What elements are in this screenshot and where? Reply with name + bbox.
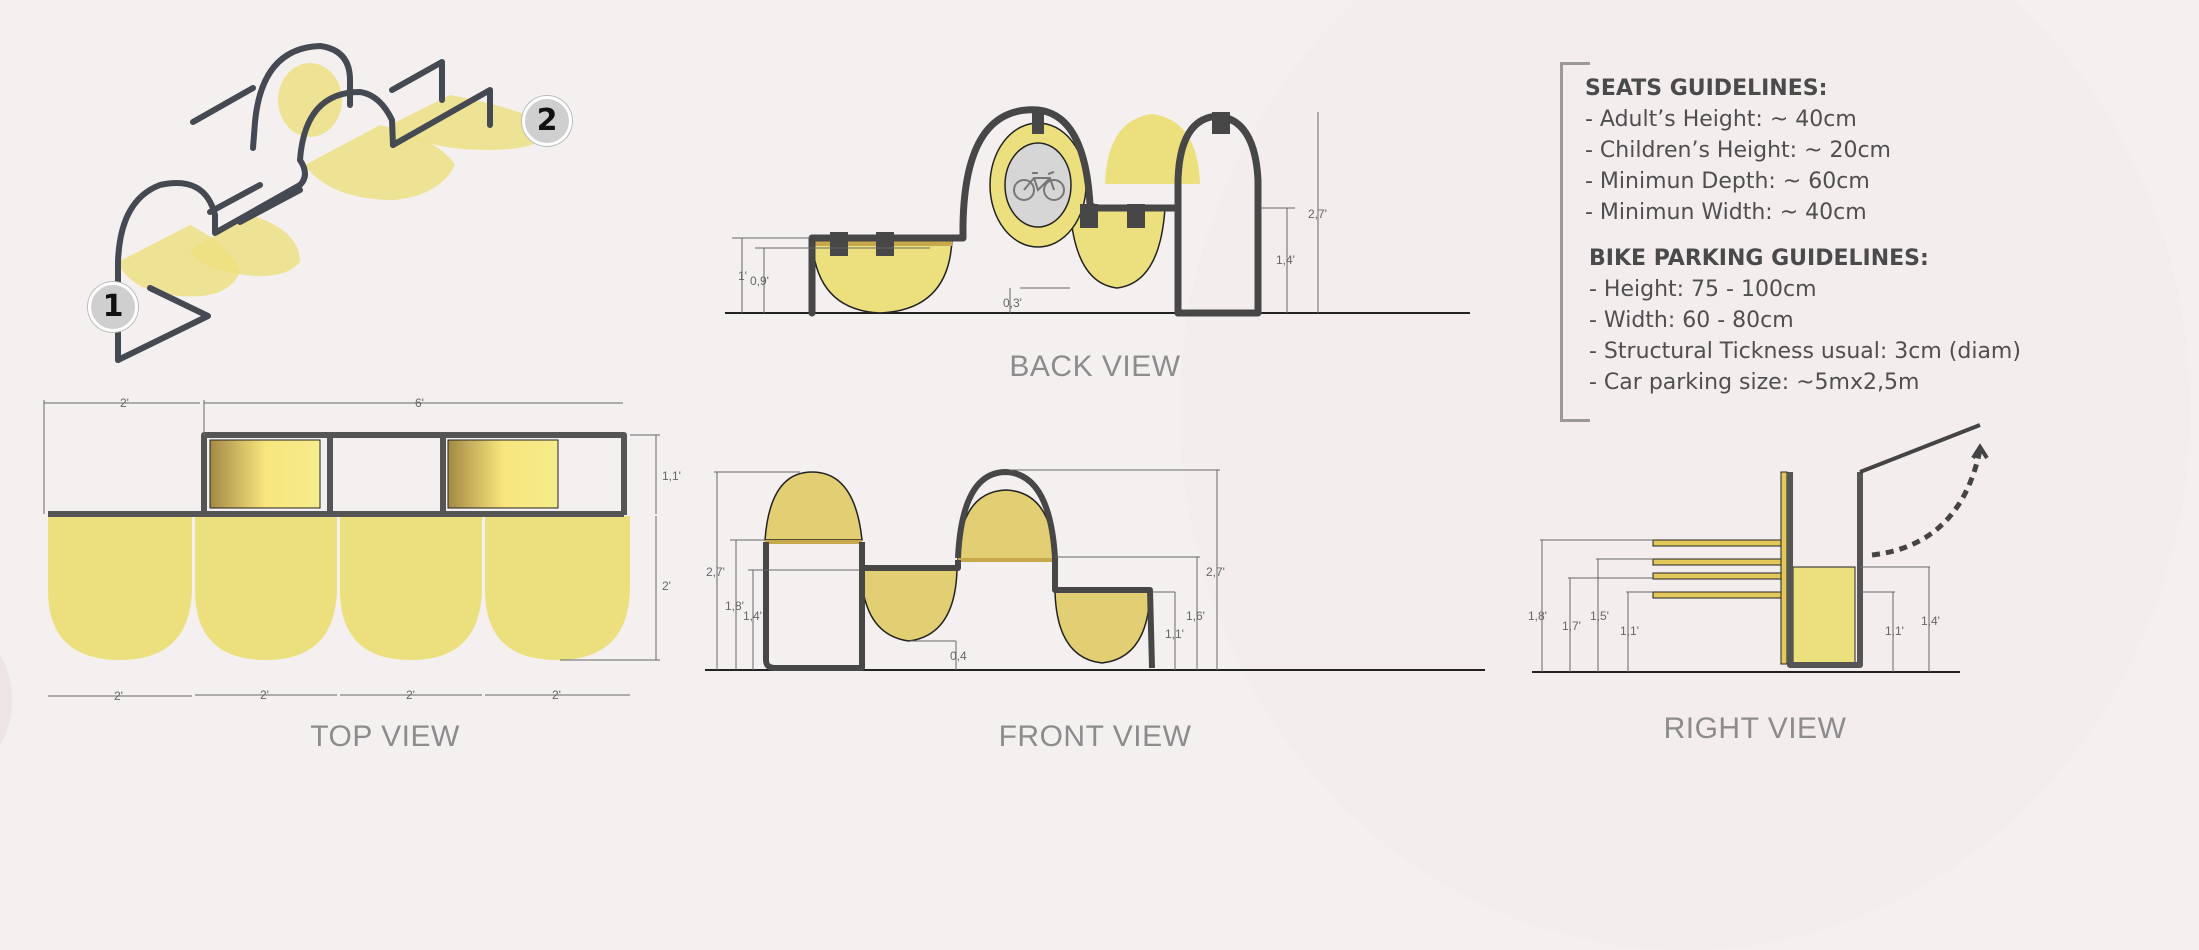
seats-guideline-item: - Adult’s Height: ~ 40cm bbox=[1585, 107, 1857, 132]
svg-text:1': 1' bbox=[738, 269, 747, 283]
bike-guidelines-heading: BIKE PARKING GUIDELINES: bbox=[1589, 246, 1929, 271]
front-view-drawing: 2,7' 1,8' 1,4' 0,4 1,1' 1,6' 2,7' bbox=[705, 469, 1485, 671]
top-view-drawing: 2' 6' 1,1' 2' 2' 2' 2' 2' bbox=[43, 396, 681, 703]
svg-text:1,4': 1,4' bbox=[1276, 253, 1295, 267]
rotation-arrow-icon bbox=[1871, 449, 1983, 558]
bike-guideline-item: - Height: 75 - 100cm bbox=[1589, 277, 1817, 302]
seats-guideline-item: - Children’s Height: ~ 20cm bbox=[1585, 138, 1891, 163]
svg-text:1,7': 1,7' bbox=[1562, 619, 1581, 633]
bike-guideline-item: - Structural Tickness usual: 3cm (diam) bbox=[1589, 339, 2021, 364]
svg-text:1,1': 1,1' bbox=[1885, 624, 1904, 638]
svg-text:2': 2' bbox=[120, 396, 129, 410]
svg-text:2': 2' bbox=[552, 688, 561, 702]
seats-guidelines-heading: SEATS GUIDELINES: bbox=[1585, 76, 1828, 101]
svg-text:2': 2' bbox=[662, 579, 671, 593]
svg-text:6': 6' bbox=[415, 396, 424, 410]
guidelines-panel: SEATS GUIDELINES: - Adult’s Height: ~ 40… bbox=[1560, 62, 2123, 422]
seats-guidelines: SEATS GUIDELINES: - Adult’s Height: ~ 40… bbox=[1585, 74, 1891, 228]
svg-text:2': 2' bbox=[406, 688, 415, 702]
svg-text:2,7': 2,7' bbox=[1308, 207, 1327, 221]
bicycle-icon bbox=[1013, 171, 1065, 201]
right-view-drawing: 1,8' 1,7' 1,5' 1,1' 1,1' 1,4' bbox=[1528, 423, 1989, 673]
back-view-label: BACK VIEW bbox=[1009, 350, 1181, 383]
svg-text:1,8': 1,8' bbox=[725, 599, 744, 613]
bike-guideline-item: - Width: 60 - 80cm bbox=[1589, 308, 1794, 333]
back-view-drawing: 1' 0,9' 0,3' 1,4' 2,7' bbox=[725, 106, 1470, 317]
seats-guideline-item: - Minimun Depth: ~ 60cm bbox=[1585, 169, 1870, 194]
svg-text:1,1': 1,1' bbox=[1165, 627, 1184, 641]
svg-text:1,5': 1,5' bbox=[1590, 609, 1609, 623]
svg-text:0,9': 0,9' bbox=[750, 274, 769, 288]
svg-text:2': 2' bbox=[114, 689, 123, 703]
svg-text:1,6': 1,6' bbox=[1186, 609, 1205, 623]
bracket-top bbox=[1560, 62, 1590, 65]
badge-2: 2 bbox=[522, 96, 572, 146]
svg-text:1,4': 1,4' bbox=[743, 609, 762, 623]
svg-text:2': 2' bbox=[260, 688, 269, 702]
background-circle-left bbox=[0, 640, 12, 760]
svg-text:2,7': 2,7' bbox=[1206, 565, 1225, 579]
bracket-bottom bbox=[1560, 419, 1590, 422]
top-view-label: TOP VIEW bbox=[310, 720, 460, 753]
badge-1: 1 bbox=[88, 282, 138, 332]
svg-text:1,4': 1,4' bbox=[1921, 614, 1940, 628]
svg-text:1,1': 1,1' bbox=[1620, 624, 1639, 638]
background-oval bbox=[1180, 0, 2190, 950]
right-view-label: RIGHT VIEW bbox=[1663, 712, 1847, 745]
svg-text:2,7': 2,7' bbox=[706, 565, 725, 579]
isometric-drawing bbox=[115, 43, 555, 363]
svg-text:1,1': 1,1' bbox=[662, 469, 681, 483]
svg-text:0,4: 0,4 bbox=[950, 649, 967, 663]
svg-text:1,8': 1,8' bbox=[1528, 609, 1547, 623]
bike-guideline-item: - Car parking size: ~5mx2,5m bbox=[1589, 370, 1920, 395]
front-view-label: FRONT VIEW bbox=[998, 720, 1192, 753]
bike-parking-guidelines: BIKE PARKING GUIDELINES: - Height: 75 - … bbox=[1589, 244, 2021, 398]
svg-text:0,3': 0,3' bbox=[1003, 296, 1022, 310]
seats-guideline-item: - Minimun Width: ~ 40cm bbox=[1585, 200, 1867, 225]
